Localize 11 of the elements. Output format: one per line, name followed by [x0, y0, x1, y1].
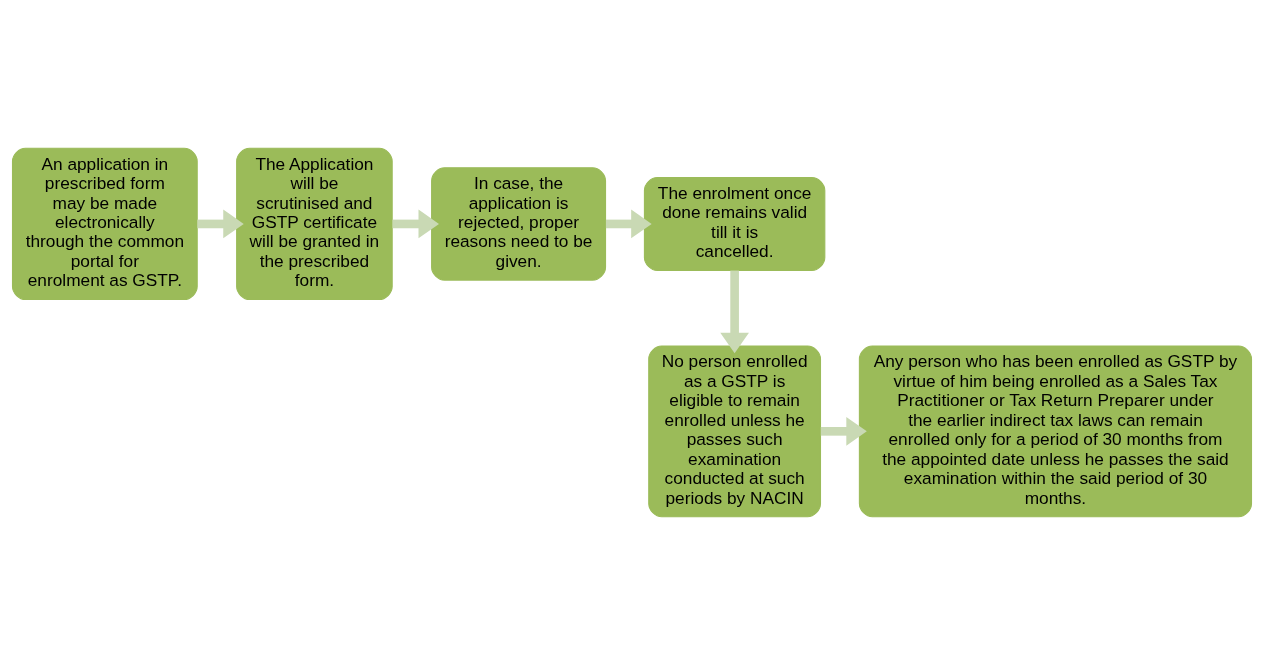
arrow — [605, 209, 652, 238]
arrow — [197, 209, 244, 238]
node-box: The enrolment once done remains valid till it is cancelled. — [643, 176, 826, 271]
arrow — [720, 270, 749, 353]
node-box: In case, the application is rejected, proper reasons need to be given. — [431, 166, 607, 281]
arrow — [392, 209, 439, 238]
arrow — [820, 416, 867, 446]
node-box: The Application will be scrutinised and GSTP certificate will be granted in the prescribed form. — [236, 147, 393, 300]
node-box: An application in prescribed form may be made electronically through the common portal for enrolment as GSTP. — [11, 147, 198, 300]
node-box: No person enrolled as a GSTP is eligible to remain enrolled unless he passes such examination conducted at such periods by NACIN — [648, 344, 822, 517]
node-box: Any person who has been enrolled as GSTP by virtue of him being enrolled as a Sales Tax Practitioner or Tax Return Preparer under the earlier indirect tax laws can remain enrolled only for a period of 30 months from the appointed date unless he passes the said examination within the said period of 30 months. — [858, 344, 1253, 517]
